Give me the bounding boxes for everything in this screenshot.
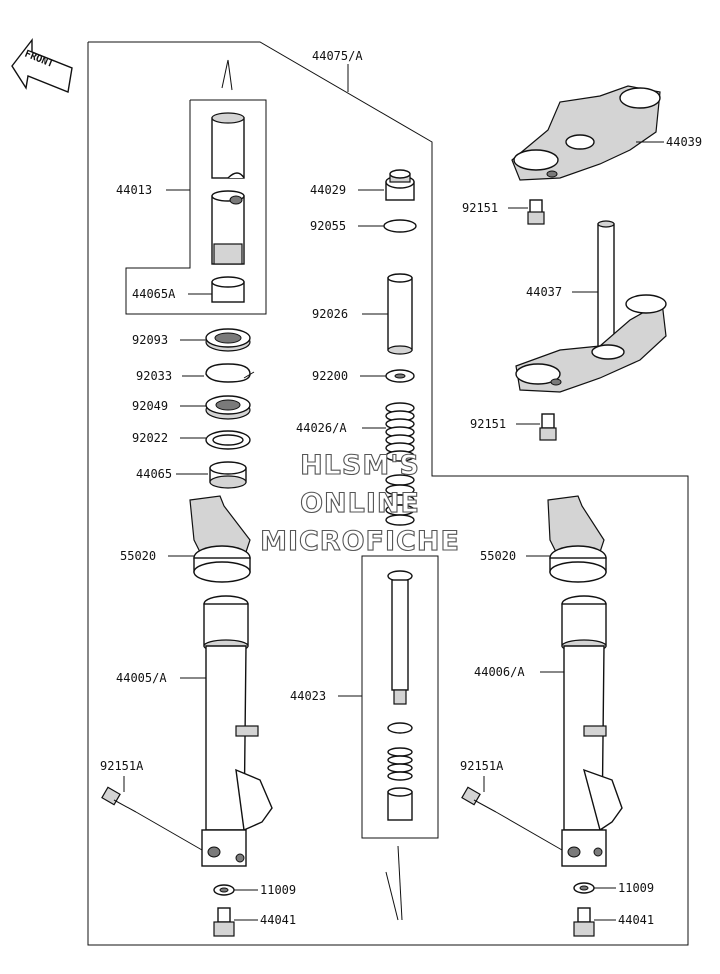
steering-stem-44037: [515, 220, 667, 393]
label-44065A: 44065A: [132, 287, 176, 301]
label-11009-right: 11009: [618, 881, 654, 895]
label-92151-top: 92151: [462, 201, 498, 215]
bushing-44065A: [211, 276, 245, 303]
label-11009-left: 11009: [260, 883, 296, 897]
gasket-11009-right: [573, 882, 595, 894]
watermark-line-3: MICROFICHE: [260, 526, 460, 557]
label-92151A-right: 92151A: [460, 759, 504, 773]
bolt-92151A-left: [101, 786, 137, 813]
label-44041-right: 44041: [618, 913, 654, 927]
label-44075: 44075/A: [312, 49, 363, 63]
label-92200: 92200: [312, 369, 348, 383]
label-44006: 44006/A: [474, 665, 525, 679]
label-92022: 92022: [132, 431, 168, 445]
washer-92200: [385, 369, 415, 383]
label-44039: 44039: [666, 135, 702, 149]
label-92026: 92026: [312, 307, 348, 321]
gasket-11009-left: [213, 884, 235, 896]
watermark-line-2: ONLINE: [300, 488, 420, 519]
oil-seal-92093: [205, 328, 251, 352]
outer-tube-44005-left: [201, 595, 273, 867]
outer-tube-44006-right: [561, 595, 623, 867]
bolt-92151-top: [527, 199, 545, 225]
label-55020-left: 55020: [120, 549, 156, 563]
cap-bolt-44029: [385, 169, 415, 201]
label-44029: 44029: [310, 183, 346, 197]
label-92055: 92055: [310, 219, 346, 233]
label-44013: 44013: [116, 183, 152, 197]
damper-rod-44023: [387, 570, 413, 821]
fork-cover-55020-left: [189, 495, 251, 583]
collar-92026: [387, 273, 413, 355]
bolt-44041-right: [573, 907, 595, 937]
label-92151-mid: 92151: [470, 417, 506, 431]
label-44041-left: 44041: [260, 913, 296, 927]
clip-92033: [205, 363, 255, 383]
watermark-line-1: HLSM'S: [300, 450, 420, 481]
inner-tube-44013: [211, 112, 245, 265]
fork-cover-55020-right: [547, 495, 607, 583]
front-arrow-icon: FRONT: [11, 37, 73, 93]
washer-92022: [205, 430, 251, 450]
bolt-44041-left: [213, 907, 235, 937]
label-92049: 92049: [132, 399, 168, 413]
label-44026: 44026/A: [296, 421, 347, 435]
seal-92049: [205, 395, 251, 420]
label-55020-right: 55020: [480, 549, 516, 563]
o-ring-92055: [383, 219, 417, 233]
assembly-frame-44075: [87, 41, 689, 946]
upper-bracket-44039: [511, 85, 661, 181]
label-44023: 44023: [290, 689, 326, 703]
watermark: HLSM'S ONLINE MICROFICHE: [260, 449, 460, 557]
label-92093: 92093: [132, 333, 168, 347]
label-44037: 44037: [526, 285, 562, 299]
spring-44026: [385, 402, 415, 526]
bracket-44023: [361, 555, 439, 839]
label-44005: 44005/A: [116, 671, 167, 685]
bracket-44013: [125, 99, 267, 315]
bushing-44065: [209, 461, 247, 489]
label-92033: 92033: [136, 369, 172, 383]
bolt-92151A-right: [461, 786, 497, 813]
label-44065: 44065: [136, 467, 172, 481]
bolt-92151-mid: [539, 413, 557, 441]
label-92151A-left: 92151A: [100, 759, 144, 773]
